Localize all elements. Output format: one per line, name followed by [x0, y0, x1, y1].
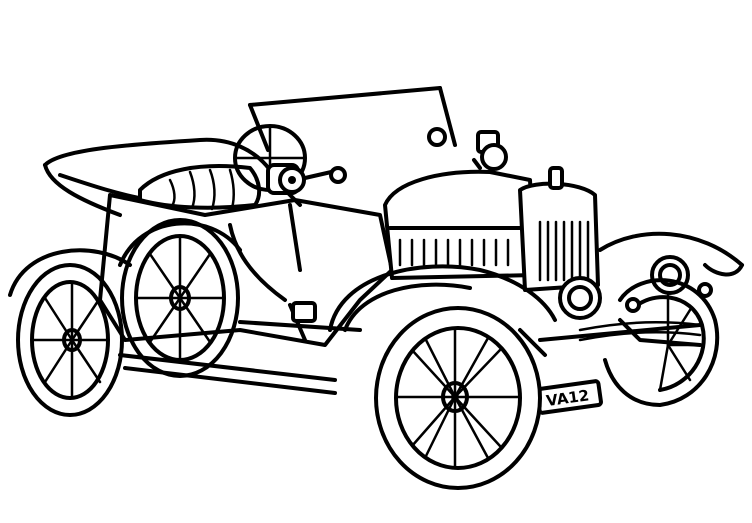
front-fender-far	[598, 231, 744, 277]
rear-fender-far	[8, 248, 132, 297]
front-suspension	[518, 282, 713, 357]
headlamp-near	[558, 276, 602, 320]
rear-fender-near	[118, 221, 242, 267]
wheel-rear-near	[120, 218, 240, 378]
roof-lamp	[472, 130, 508, 171]
bonnet	[383, 169, 537, 280]
license-plate-text: VA12	[545, 386, 590, 410]
front-axle	[538, 321, 702, 342]
wheel-rear-far	[16, 263, 124, 417]
radiator	[518, 166, 600, 292]
side-lamp	[266, 163, 347, 195]
wheel-front-near	[374, 306, 542, 490]
front-fender-near	[328, 264, 557, 332]
windscreen	[248, 86, 457, 152]
wheel-front-far	[603, 278, 720, 407]
headlamp-far	[650, 255, 690, 295]
license-plate: VA12	[535, 379, 603, 415]
